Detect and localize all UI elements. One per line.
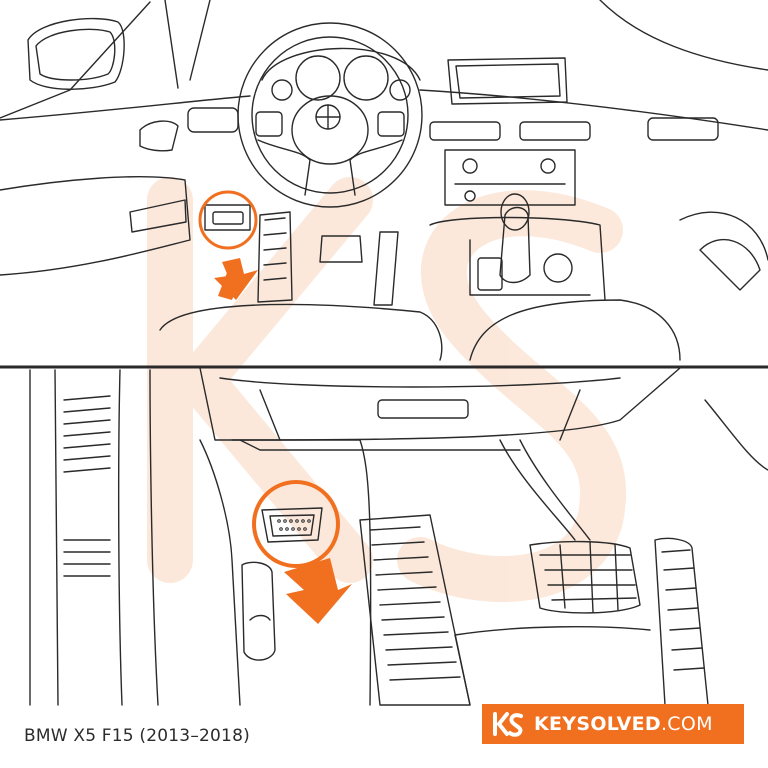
obd-highlight-top	[198, 190, 258, 300]
car-icon	[249, 614, 271, 621]
brand-name: KEYSOLVED.COM	[534, 713, 713, 735]
obd-port-large	[261, 507, 323, 543]
ks-logo-icon	[482, 704, 534, 744]
vehicle-caption: BMW X5 F15 (2013–2018)	[24, 726, 250, 746]
closeup-drawing	[29, 367, 768, 706]
obd-port-small	[204, 204, 251, 231]
dashboard-drawing	[0, 0, 768, 361]
ks-watermark	[147, 177, 627, 602]
obd-highlight-bottom	[252, 480, 352, 624]
keysolved-banner: KEYSOLVED.COM	[482, 704, 744, 744]
